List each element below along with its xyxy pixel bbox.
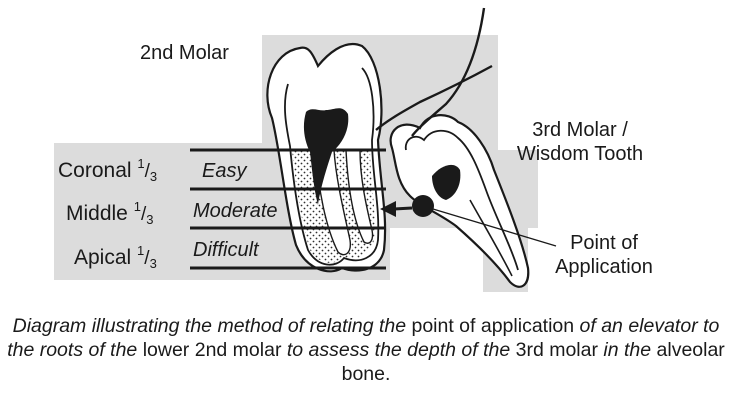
apical-third-denominator: 3 (149, 256, 157, 271)
caption-segment: 3rd molar (515, 339, 604, 361)
middle-third-grade: Moderate (193, 200, 278, 222)
application-leader (432, 208, 557, 247)
caption-segment: point of application (411, 315, 580, 337)
third-molar-pulp (432, 164, 461, 200)
third-molar-text-line1: 3rd Molar / (532, 119, 628, 141)
third-molar-label: 3rd Molar / Wisdom Tooth (500, 118, 660, 167)
coronal-third-numerator: 1 (137, 156, 145, 171)
application-arrow-head (380, 201, 396, 217)
coronal-third-denominator: 3 (149, 169, 158, 184)
middle-third-denominator: 3 (146, 212, 154, 227)
third-molar-dentine (404, 129, 519, 271)
coronal-third-label: Coronal 1/3 (58, 157, 158, 184)
fraction-slash: / (140, 204, 147, 225)
apical-third-numerator: 1 (137, 243, 145, 258)
caption-segment: alveolar bone. (341, 339, 725, 385)
apical-third-label: Apical 1/3 (74, 244, 157, 271)
point-of-application-marker (380, 195, 557, 247)
point-of-application-text-line1: Point of (570, 232, 638, 254)
second-molar-canal-mesial (345, 149, 374, 244)
coronal-third-grade: Easy (202, 160, 247, 182)
figure-caption: Diagram illustrating the method of relat… (0, 314, 732, 386)
middle-third-name: Middle (66, 202, 128, 225)
caption-segment: Diagram illustrating the method of relat… (12, 315, 412, 337)
caption-segment: of an elevator to the roots of the (7, 315, 720, 361)
second-molar-dentine (284, 67, 380, 266)
point-of-application-label: Point of Application (534, 231, 674, 280)
middle-third-numerator: 1 (133, 199, 141, 214)
diagram-canvas (54, 7, 557, 292)
elevator-instrument (375, 7, 493, 137)
caption-segment: to assess the depth of the (286, 339, 516, 361)
middle-third-label: Middle 1/3 (66, 200, 154, 227)
second-molar-label: 2nd Molar (140, 41, 229, 65)
second-molar-tooth (266, 43, 387, 273)
fraction-slash: / (144, 161, 150, 182)
caption-segment: in the (603, 339, 657, 361)
apical-third-grade: Difficult (193, 239, 259, 261)
application-arrow-shaft (393, 206, 413, 211)
elevator-shaft-lower (375, 64, 493, 131)
third-molar-inner-root (469, 199, 513, 277)
point-of-application-text-line2: Application (555, 256, 653, 279)
thirds-lines (190, 148, 386, 270)
third-molar-text-line2: Wisdom Tooth (516, 143, 644, 166)
elevator-shaft-upper (411, 7, 486, 137)
coronal-third-name: Coronal (58, 159, 132, 182)
application-point (412, 195, 434, 217)
fraction-slash: / (144, 248, 150, 269)
apical-third-name: Apical (74, 246, 132, 269)
second-molar-pulp (303, 108, 349, 205)
caption-segment: lower 2nd molar (142, 339, 287, 361)
second-molar-text: 2nd Molar (140, 42, 229, 64)
